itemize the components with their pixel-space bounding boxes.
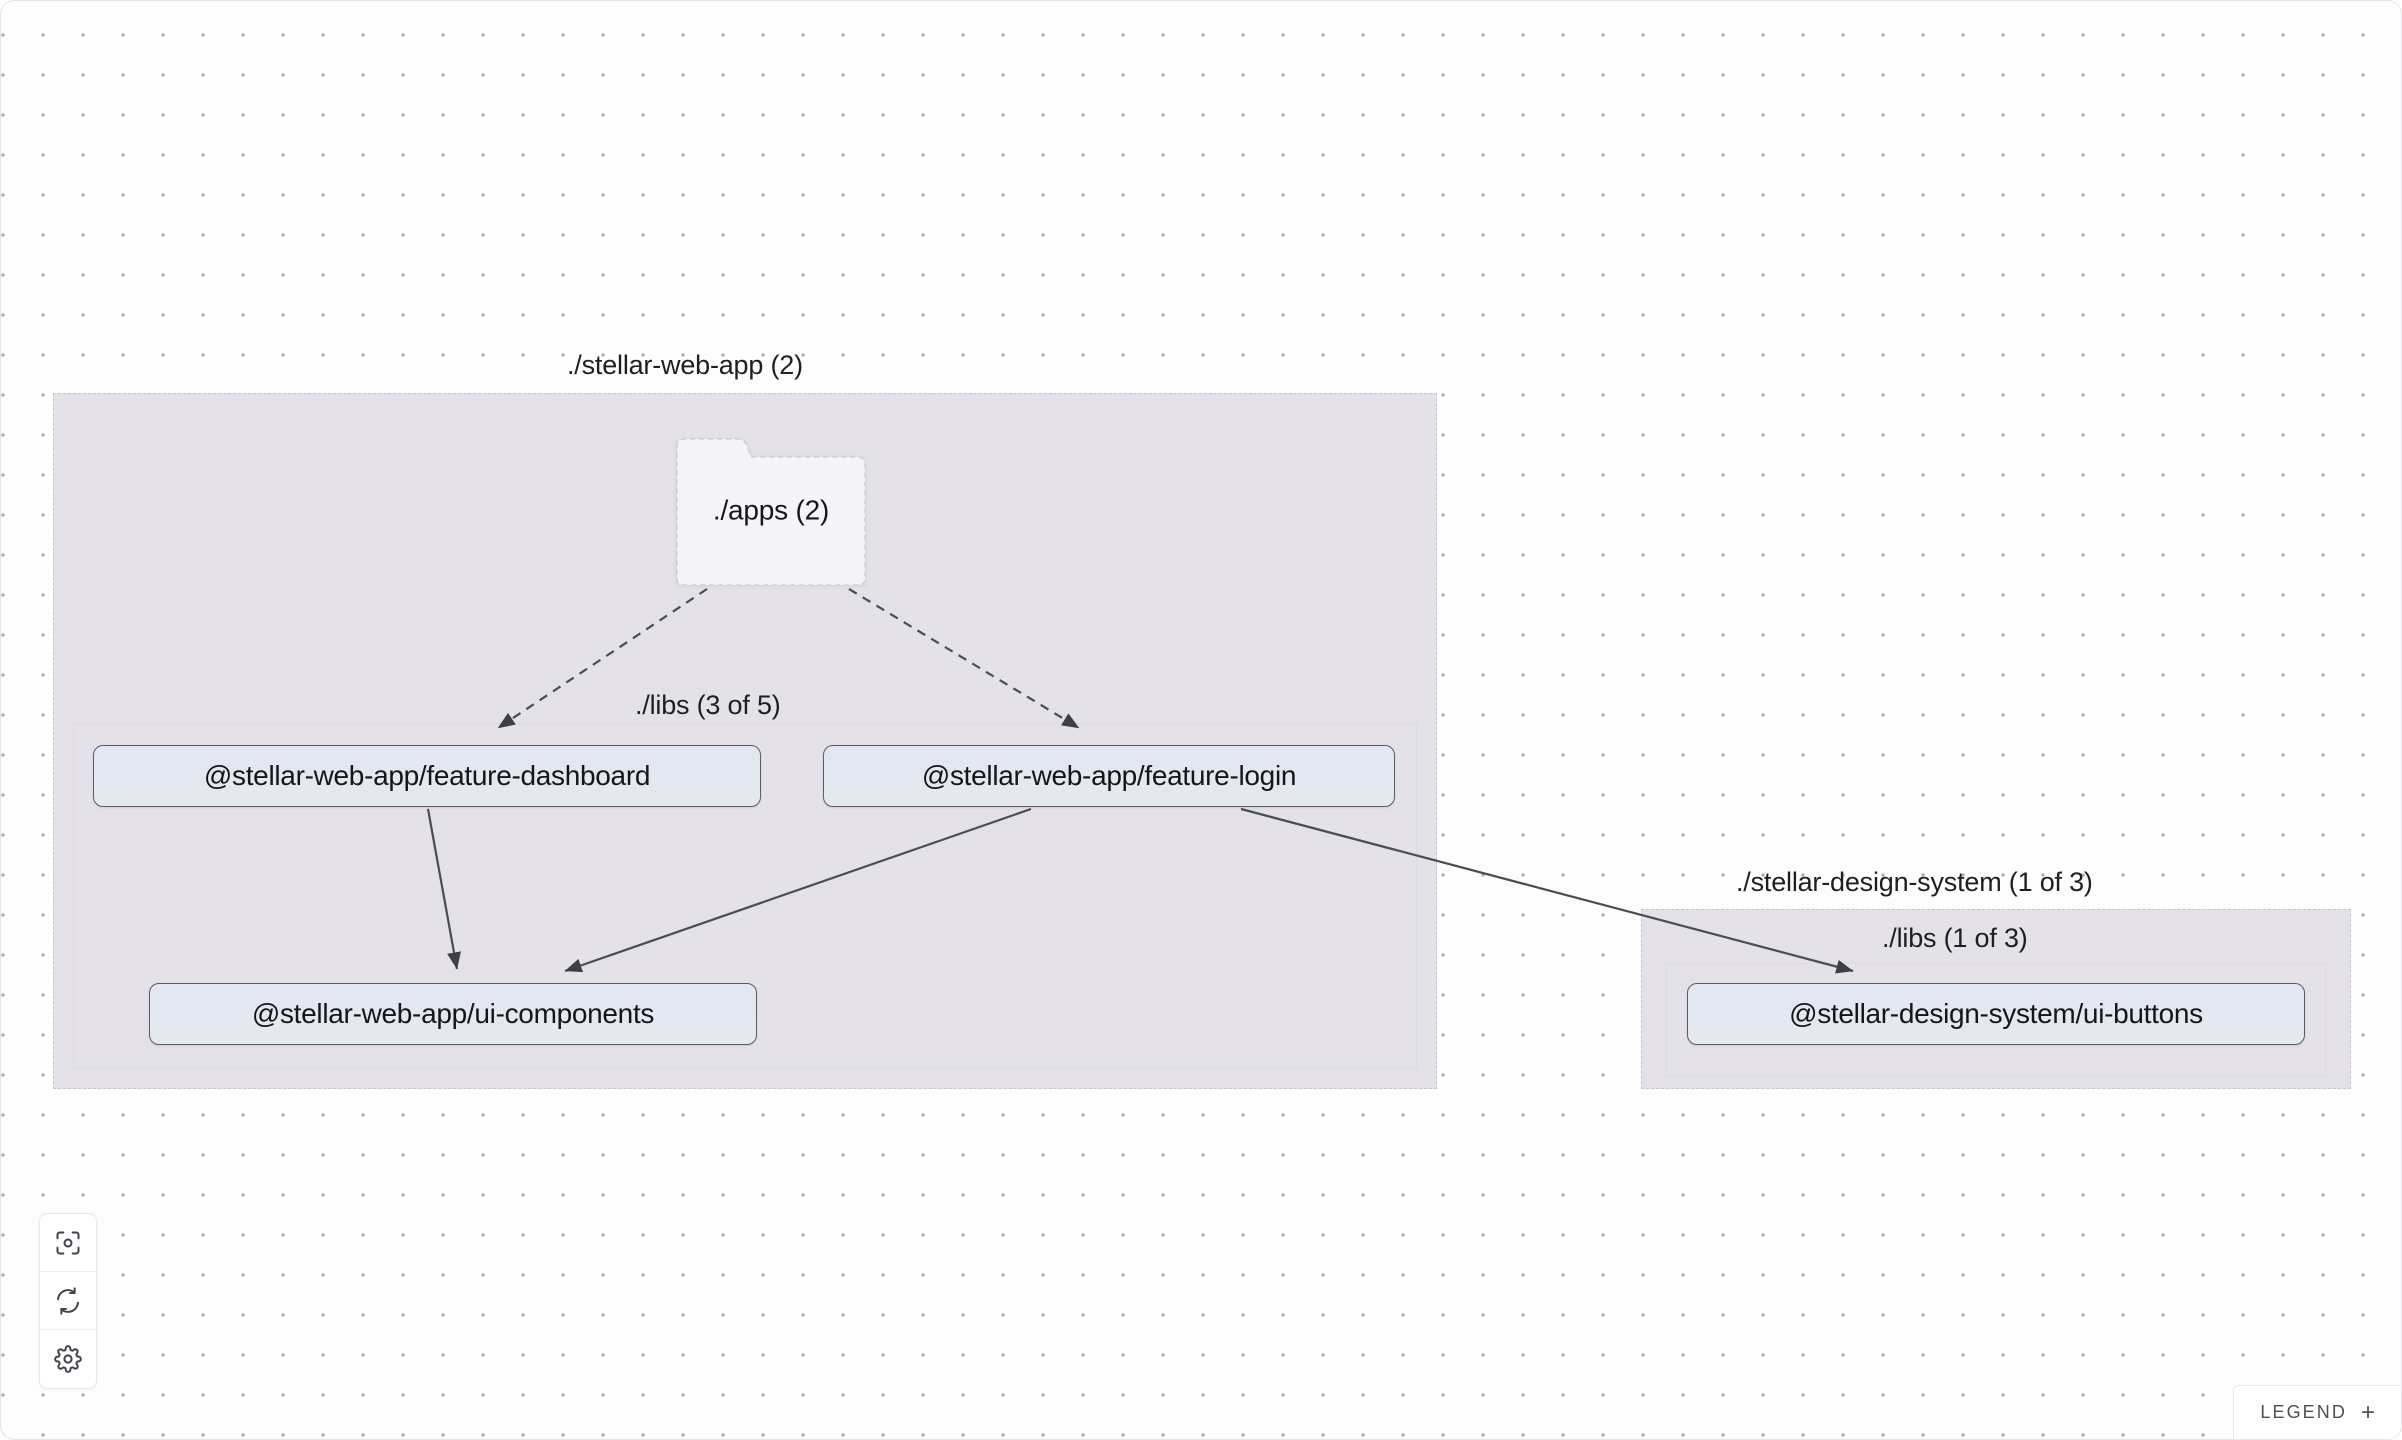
legend-toggle[interactable]: LEGEND + [2233,1385,2401,1439]
focus-target-icon [54,1229,82,1257]
plus-icon: + [2360,1398,2375,1426]
node-feature-login[interactable]: @stellar-web-app/feature-login [823,745,1395,807]
settings-button[interactable] [40,1330,96,1388]
refresh-icon [54,1286,82,1315]
group-title-stellar-design-system-libs: ./libs (1 of 3) [1882,923,2028,953]
group-title-stellar-web-app: ./stellar-web-app (2) [567,350,803,380]
legend-label: LEGEND [2260,1402,2347,1422]
group-stellar-design-system-libs[interactable] [1666,963,2326,1077]
node-ui-components[interactable]: @stellar-web-app/ui-components [149,983,757,1045]
group-title-stellar-web-app-libs: ./libs (3 of 5) [635,690,781,720]
folder-icon [676,438,866,585]
refresh-graph-button[interactable] [40,1272,96,1330]
folder-node-apps[interactable]: ./apps (2) [671,433,871,585]
node-feature-dashboard[interactable]: @stellar-web-app/feature-dashboard [93,745,761,807]
group-title-stellar-design-system: ./stellar-design-system (1 of 3) [1736,867,2093,897]
folder-node-label: ./apps (2) [712,494,830,526]
node-ui-buttons[interactable]: @stellar-design-system/ui-buttons [1687,983,2305,1045]
canvas-controls[interactable] [39,1213,97,1389]
focus-graph-button[interactable] [40,1214,96,1272]
gear-icon [54,1345,82,1373]
